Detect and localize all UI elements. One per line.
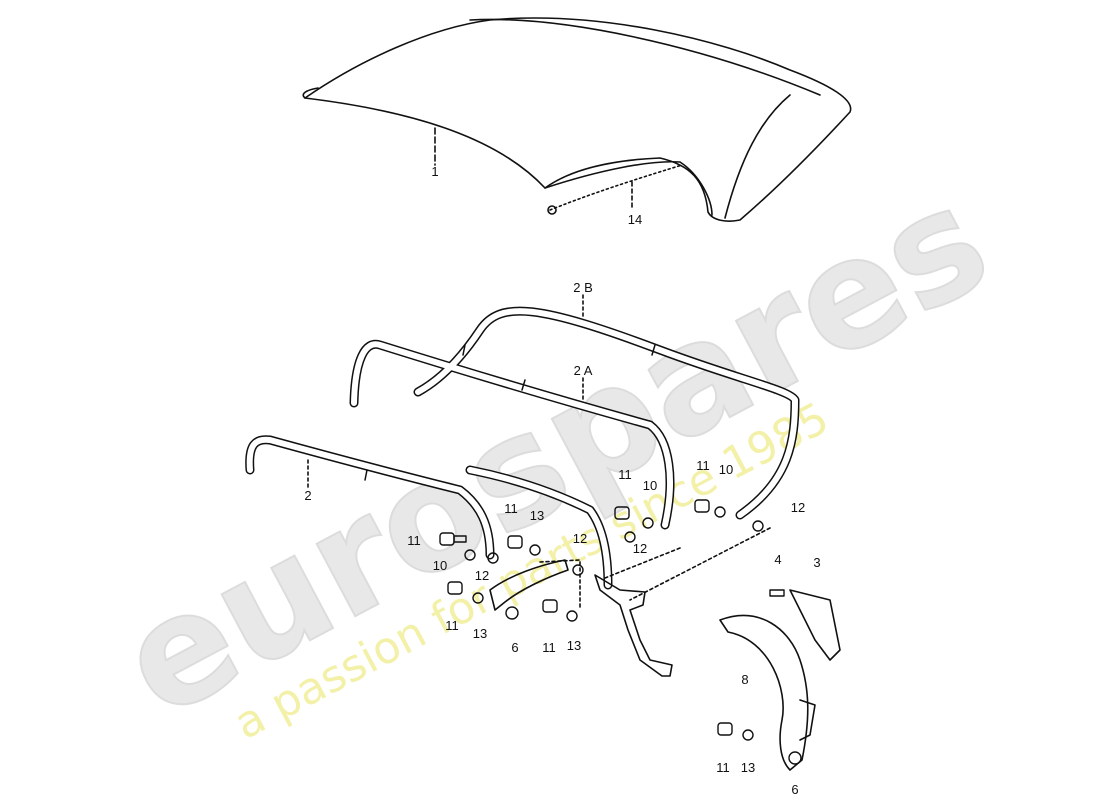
part-label: 2 B [573, 280, 593, 295]
part-label: 11 [542, 640, 556, 655]
part-label: 10 [643, 478, 657, 493]
part-label: 11 [504, 501, 518, 516]
part-label: 1 [431, 164, 438, 179]
part-label: 11 [618, 467, 632, 482]
part-label: 12 [633, 541, 647, 556]
watermark: eurospares a passion for parts since 198… [94, 152, 1015, 753]
part-label: 12 [573, 531, 587, 546]
part-label: 4 [774, 552, 781, 567]
part-label: 11 [716, 760, 730, 775]
part-label: 13 [473, 626, 487, 641]
part-label: 10 [433, 558, 447, 573]
leader-lines [307, 294, 771, 609]
part-label: 12 [791, 500, 805, 515]
hinge-bracket [489, 559, 841, 771]
fasteners [439, 499, 802, 765]
part-label: 12 [475, 568, 489, 583]
part-label: 11 [445, 618, 459, 633]
part-label: 2 A [574, 363, 593, 378]
part-label: 8 [741, 672, 748, 687]
part-label: 13 [567, 638, 581, 653]
part-label: 6 [511, 640, 518, 655]
watermark-brand: eurospares [95, 153, 1014, 752]
part-label: 3 [813, 555, 820, 570]
part-label: 13 [741, 760, 755, 775]
convertible-top-cover [302, 17, 852, 222]
part-label: 2 [304, 488, 311, 503]
part-label: 13 [530, 508, 544, 523]
part-label: 11 [407, 533, 421, 548]
part-label: 10 [719, 462, 733, 477]
part-label: 6 [791, 782, 798, 797]
part-label: 11 [696, 458, 710, 473]
part-label: 14 [628, 212, 642, 227]
